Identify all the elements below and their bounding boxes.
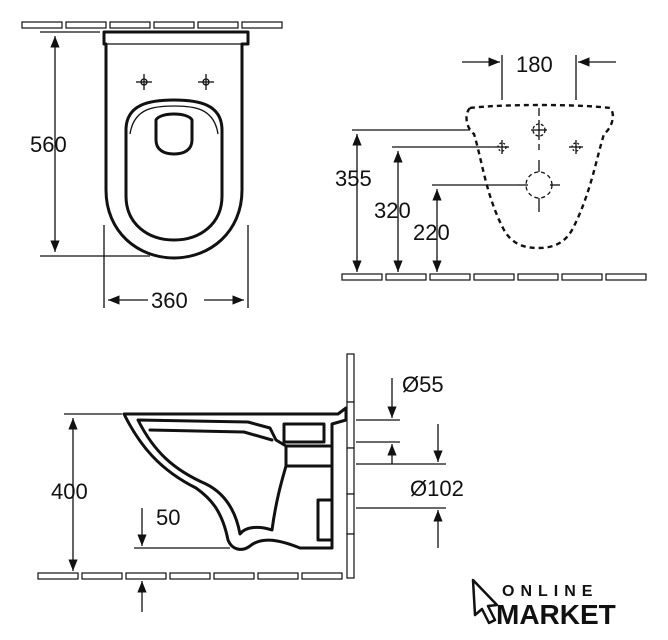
online-market-logo: ONLINE MARKET (471, 578, 616, 630)
fixing-right (569, 140, 583, 154)
fixing-point-right (198, 74, 214, 90)
dim-outlet-102: Ø102 (410, 476, 464, 501)
floor-strip-front (341, 273, 647, 281)
dim-height-320: 320 (374, 198, 411, 223)
wall-strip-top (21, 21, 283, 29)
bowl-profile-side (122, 406, 348, 551)
dim-inlet-55: Ø55 (402, 372, 444, 397)
cursor-arrow-icon (471, 578, 499, 625)
dim-height-220: 220 (413, 220, 450, 245)
fixing-point-left (136, 74, 152, 90)
flush-opening (154, 112, 194, 156)
top-view: 560 360 (21, 21, 283, 313)
dim-height-400: 400 (51, 479, 88, 504)
dim-depth-560: 560 (30, 132, 67, 157)
dim-width-360: 360 (151, 288, 188, 313)
side-view: Ø55 Ø102 400 50 (37, 353, 464, 612)
dim-clearance-50: 50 (156, 505, 180, 530)
dim-fixing-spacing-180: 180 (516, 52, 553, 77)
dim-height-355: 355 (335, 166, 372, 191)
wall-strip-side (346, 353, 355, 579)
floor-strip-side (37, 572, 343, 580)
logo-text-top: ONLINE (502, 583, 598, 600)
outlet-crosshair (518, 160, 560, 212)
bowl-outline-top (102, 30, 250, 260)
front-view: 180 355 320 220 (335, 52, 647, 281)
bowl-outline-front (465, 103, 615, 250)
logo-text-bottom: MARKET (496, 599, 616, 630)
fixing-upper (531, 108, 547, 150)
seat-inner-top (124, 98, 224, 242)
fixing-left (495, 140, 509, 154)
